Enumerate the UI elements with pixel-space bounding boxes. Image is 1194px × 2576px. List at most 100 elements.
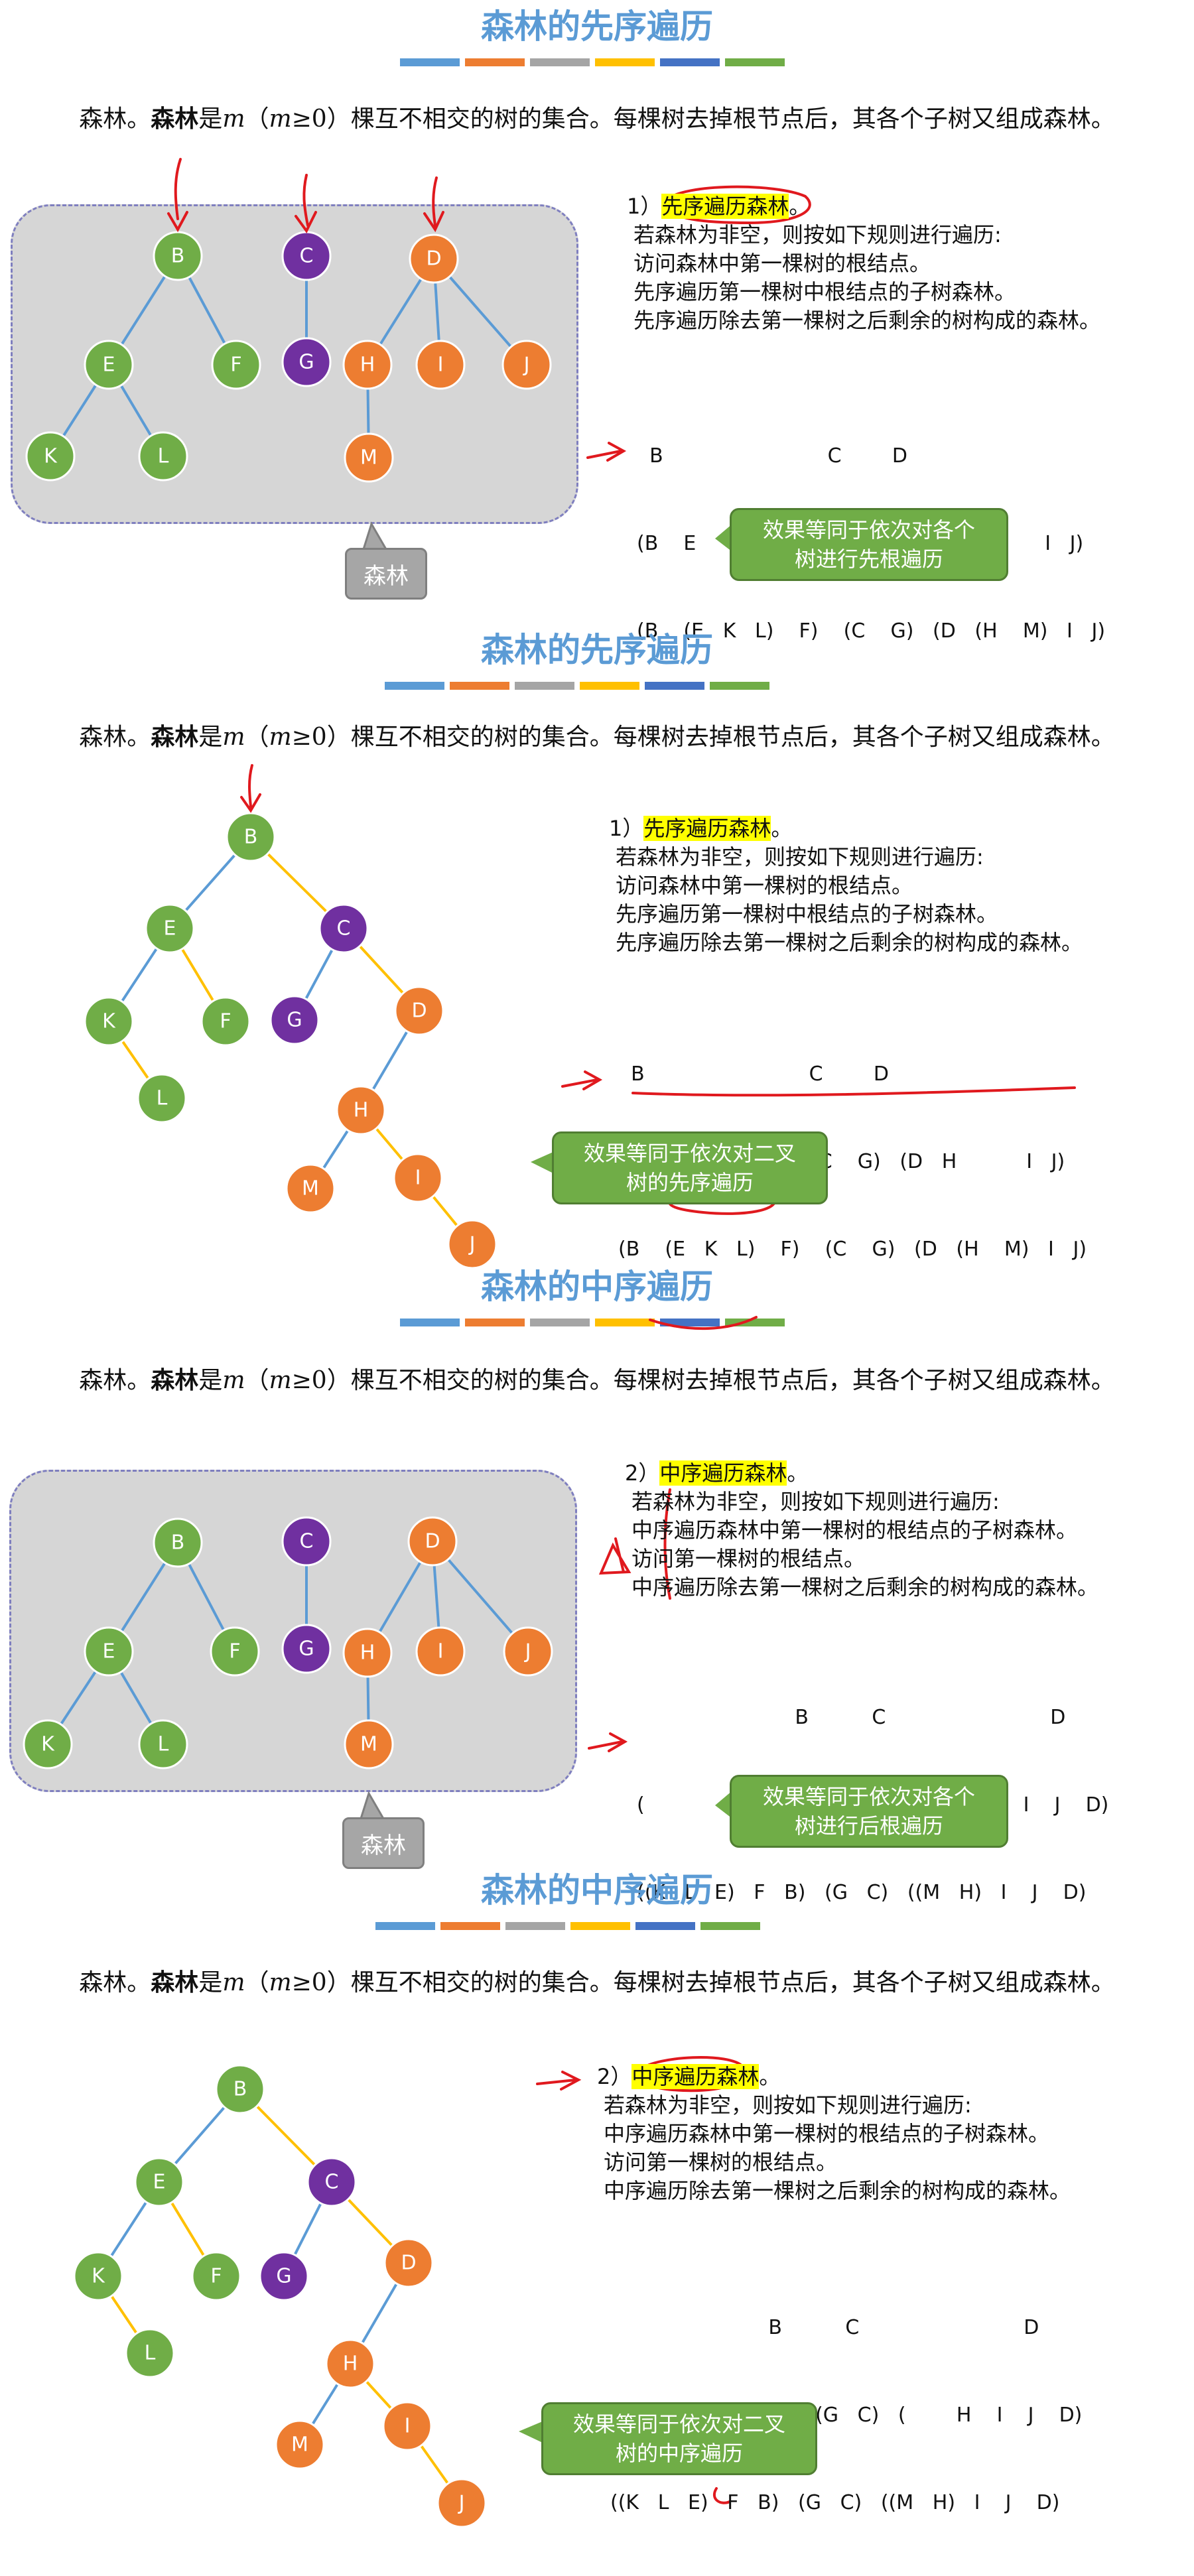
svg-text:L: L	[158, 445, 169, 468]
tree-node-K: K	[84, 996, 134, 1047]
intro-text: 森林。森林是m（m≥0）棵互不相交的树的集合。每棵树去掉根节点后，其各个子树又组…	[79, 724, 1115, 751]
svg-text:C: C	[325, 2171, 339, 2194]
tree-node-H: H	[342, 1628, 393, 1678]
title-color-bar	[580, 682, 639, 690]
svg-text:C: C	[300, 1530, 314, 1553]
traversal-sequence: B C D ( E F B) (G C) ( H I J D) ((K L E)…	[610, 2316, 1083, 2514]
svg-text:D: D	[426, 247, 441, 271]
svg-text:D: D	[411, 999, 427, 1023]
svg-text:J: J	[468, 1233, 476, 1256]
svg-text:C: C	[300, 245, 314, 268]
svg-text:B: B	[171, 1531, 185, 1555]
forest-diagram: B E F K L C G D H I J M	[23, 1316, 758, 1820]
slide-title: 森林的中序遍历	[481, 1267, 713, 1306]
red-arrow-C	[295, 174, 317, 233]
red-mark-callout	[712, 2487, 731, 2504]
svg-text:K: K	[44, 445, 58, 468]
intro-text: 森林。森林是m（m≥0）棵互不相交的树的集合。每棵树去掉根节点后，其各个子树又组…	[79, 1367, 1115, 1394]
rules-block: 1）先序遍历森林。 若森林为非空，则按如下规则进行遍历: 访问森林中第一棵树的根…	[609, 816, 1083, 955]
title-color-bar	[400, 58, 460, 66]
svg-text:C: C	[337, 917, 351, 940]
tree-node-K: K	[25, 431, 76, 482]
slide-3: 森林的中序遍历 森林。森林是m（m≥0）棵互不相交的树的集合。每棵树去掉根节点后…	[0, 1260, 1194, 1904]
title-color-bar	[660, 1319, 720, 1326]
tree-node-E: E	[84, 1626, 134, 1677]
tree-node-C: C	[318, 903, 369, 954]
svg-text:M: M	[360, 1733, 377, 1756]
result-callout: 效果等同于依次对各个树进行后根遍历	[730, 1775, 1008, 1848]
tree-node-F: F	[210, 1626, 260, 1677]
title-color-bar	[375, 1922, 435, 1930]
callout-pointer	[359, 1791, 385, 1820]
tree-node-D: D	[383, 2238, 434, 2288]
svg-text:H: H	[354, 1099, 369, 1122]
tree-node-J: J	[447, 1219, 498, 1269]
tree-node-G: G	[269, 995, 320, 1045]
tree-node-C: C	[306, 2157, 357, 2207]
result-callout: 效果等同于依次对二叉树的先序遍历	[552, 1131, 828, 1204]
title-color-bar	[635, 1922, 695, 1930]
slide-4: 森林的中序遍历 森林。森林是m（m≥0）棵互不相交的树的集合。每棵树去掉根节点后…	[0, 1864, 1194, 2528]
title-color-bar	[515, 682, 574, 690]
tree-node-D: D	[409, 233, 459, 284]
svg-text:D: D	[425, 1530, 440, 1553]
svg-text:F: F	[230, 354, 241, 377]
tree-node-M: M	[285, 1163, 336, 1214]
tree-node-I: I	[415, 1626, 466, 1677]
traversal-sequence: B C D (B E F) (C G) (D H I J) (B (E K L)…	[618, 1063, 1087, 1261]
tree-node-D: D	[394, 986, 444, 1036]
red-arrow-heading	[536, 2071, 582, 2091]
title-color-bar	[570, 1922, 630, 1930]
svg-text:E: E	[103, 1640, 115, 1663]
red-warning-mark	[598, 1537, 631, 1575]
callout-pointer	[362, 521, 388, 550]
rule-heading: 先序遍历森林	[643, 816, 771, 841]
svg-text:H: H	[360, 1642, 375, 1665]
title-color-bar	[450, 682, 509, 690]
red-arrow-B	[167, 158, 188, 233]
rule-heading: 先序遍历森林	[661, 194, 789, 219]
svg-text:G: G	[287, 1009, 302, 1032]
color-bars	[385, 682, 769, 690]
svg-text:G: G	[298, 1638, 314, 1661]
tree-node-L: L	[138, 1719, 188, 1770]
red-circle-heading	[665, 185, 811, 225]
svg-text:F: F	[220, 1010, 231, 1033]
title-color-bar	[645, 682, 704, 690]
title-color-bar	[710, 682, 769, 690]
svg-text:M: M	[360, 446, 377, 470]
title-color-bar	[725, 58, 785, 66]
callout-pointer	[519, 2421, 544, 2443]
tree-node-B: B	[215, 2064, 265, 2114]
svg-text:I: I	[438, 354, 444, 377]
slide-2: 森林的先序遍历 森林。森林是m（m≥0）棵互不相交的树的集合。每棵树去掉根节点后…	[0, 623, 1194, 1269]
forest-label: 森林	[345, 548, 427, 600]
title-color-bar	[660, 58, 720, 66]
svg-text:L: L	[158, 1733, 169, 1756]
color-bars	[400, 1319, 785, 1326]
tree-node-M: M	[344, 1719, 394, 1770]
red-bracket-rules	[663, 1488, 671, 1600]
tree-node-E: E	[145, 903, 195, 954]
title-color-bar	[505, 1922, 565, 1930]
svg-text:J: J	[524, 1640, 531, 1663]
forest-label: 森林	[342, 1817, 425, 1869]
tree-node-K: K	[23, 1719, 73, 1770]
rules-block: 1）先序遍历森林。 若森林为非空，则按如下规则进行遍历: 访问森林中第一棵树的根…	[627, 194, 1101, 333]
svg-text:M: M	[302, 1177, 319, 1200]
tree-node-L: L	[137, 1073, 187, 1124]
rules-block: 2）中序遍历森林。 若森林为非空，则按如下规则进行遍历: 中序遍历森林中第一棵树…	[625, 1460, 1099, 1600]
svg-text:E: E	[153, 2171, 166, 2194]
title-color-bar	[530, 1319, 590, 1326]
svg-text:B: B	[244, 826, 258, 849]
svg-text:E: E	[164, 917, 176, 940]
svg-text:G: G	[298, 351, 314, 374]
svg-text:F: F	[210, 2265, 222, 2288]
tree-node-J: J	[501, 340, 552, 390]
title-color-bar	[700, 1922, 760, 1930]
callout-pointer	[531, 1151, 555, 1174]
title-color-bar	[385, 682, 444, 690]
slide-title: 森林的中序遍历	[481, 1871, 713, 1909]
